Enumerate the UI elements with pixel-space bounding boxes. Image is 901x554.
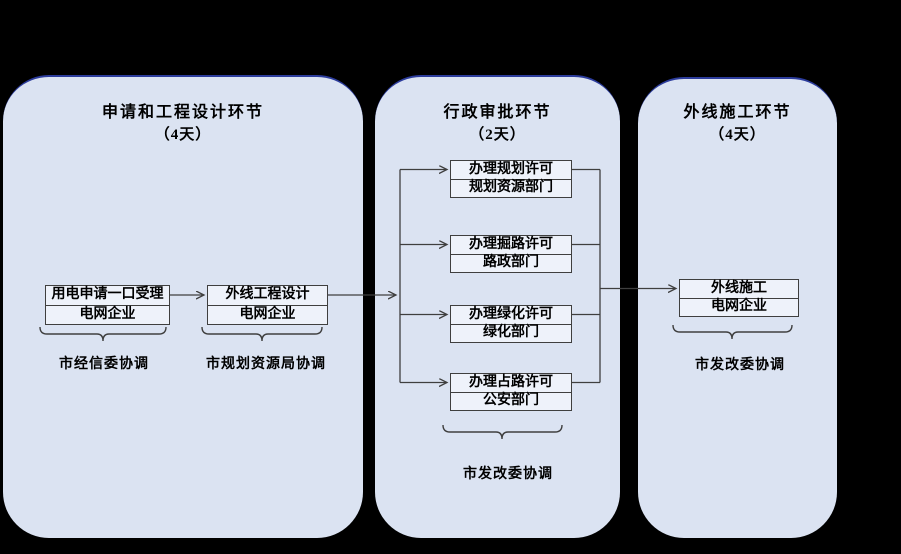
node-org-label: 规划资源部门	[469, 180, 553, 196]
brace-design	[201, 326, 323, 342]
node-task-label: 办理绿化许可	[451, 306, 571, 325]
node-task-label: 办理掘路许可	[451, 236, 571, 255]
node-org-label: 公安部门	[483, 393, 539, 409]
node-org-label: 绿化部门	[483, 325, 539, 341]
coordinator-label-planning-bureau: 市规划资源局协调	[206, 357, 326, 372]
node-planning-permit: 办理规划许可 规划资源部门	[450, 160, 572, 198]
node-org-label: 电网企业	[711, 299, 767, 315]
coordinator-label-jingxinwei: 市经信委协调	[59, 357, 149, 372]
panel-duration: （4天）	[709, 127, 766, 143]
node-task-label: 办理占路许可	[451, 374, 571, 393]
node-road-digging-permit: 办理掘路许可 路政部门	[450, 235, 572, 273]
panel-duration: （2天）	[469, 127, 526, 143]
node-external-construction: 外线施工 电网企业	[679, 279, 799, 317]
node-task-label: 办理规划许可	[451, 161, 571, 180]
node-task-label: 用电申请一口受理	[46, 286, 169, 306]
panel-title: 外线施工环节	[683, 104, 792, 121]
node-org-label: 电网企业	[79, 306, 136, 322]
coordinator-label-fagaiwei-approval: 市发改委协调	[463, 467, 553, 482]
node-org-label: 电网企业	[239, 306, 296, 322]
node-power-application: 用电申请一口受理 电网企业	[45, 285, 170, 325]
coordinator-label-fagaiwei-construction: 市发改委协调	[695, 358, 785, 373]
brace-intake	[39, 326, 167, 342]
node-road-occupation-permit: 办理占路许可 公安部门	[450, 373, 572, 411]
node-task-label: 外线工程设计	[208, 286, 327, 306]
node-greening-permit: 办理绿化许可 绿化部门	[450, 305, 572, 343]
brace-construction	[672, 324, 793, 340]
node-org-label: 路政部门	[483, 255, 539, 271]
panel-title: 行政审批环节	[443, 104, 552, 121]
panel-duration: （4天）	[154, 127, 212, 143]
node-task-label: 外线施工	[680, 280, 798, 299]
brace-approval	[442, 424, 563, 440]
panel-title: 申请和工程设计环节	[101, 104, 264, 121]
node-external-design: 外线工程设计 电网企业	[207, 285, 328, 325]
